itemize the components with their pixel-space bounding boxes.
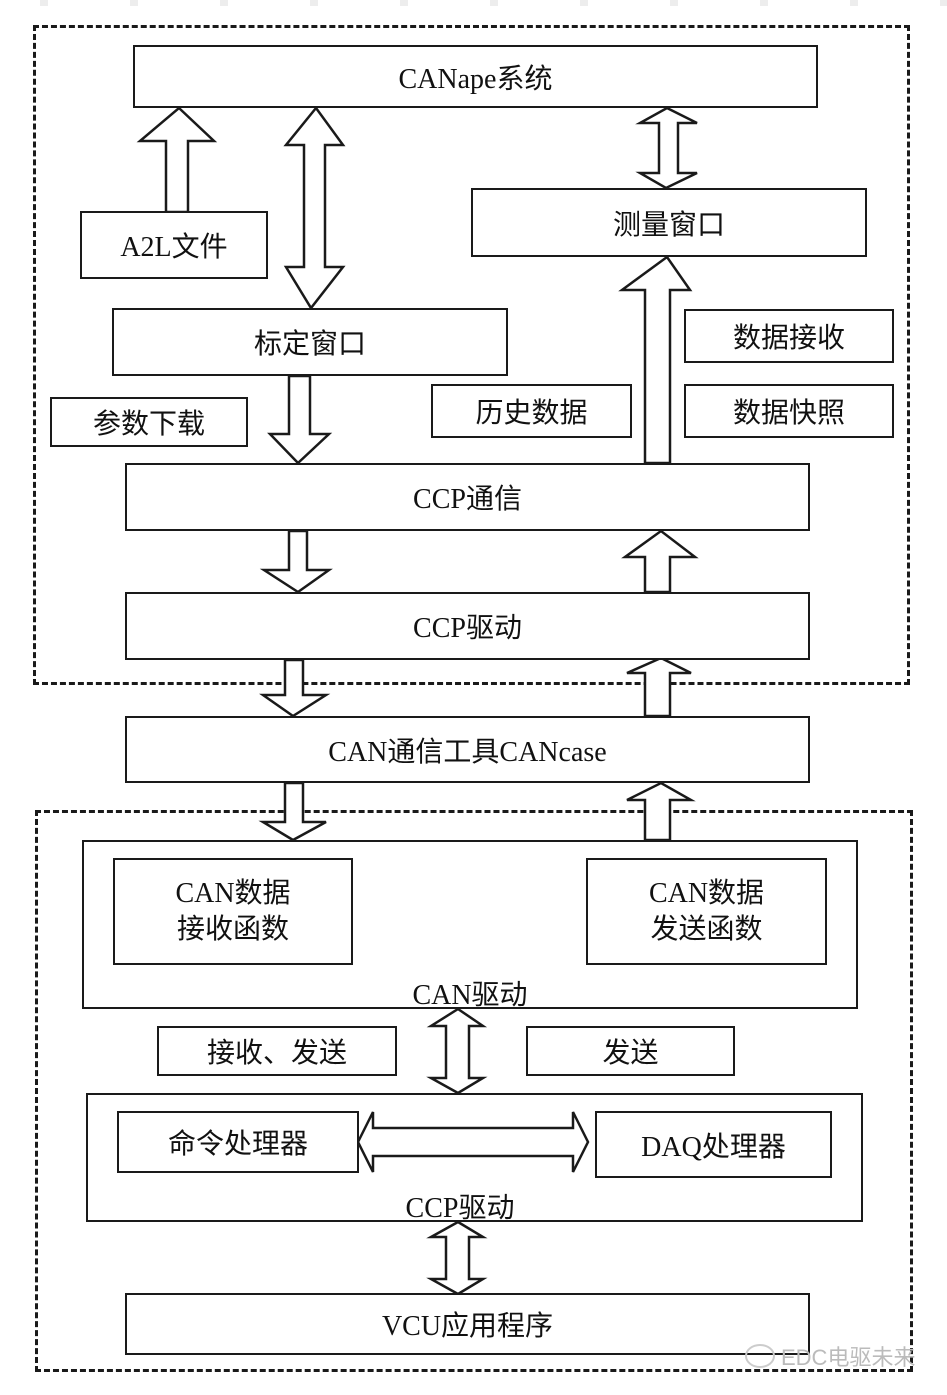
- send-box: 发送: [526, 1026, 735, 1076]
- measurement-window-label: 测量窗口: [612, 209, 725, 241]
- arrow-cancase-to-ccpdriver: [626, 656, 692, 718]
- measurement-window-box: 测量窗口: [471, 188, 867, 257]
- arrow-ccpdriver-to-cancase: [259, 658, 331, 718]
- can-receive-function-line2: 接收函数: [176, 913, 289, 945]
- can-driver-container: [82, 840, 858, 1009]
- ccp-driver-upper-label: CCP驱动: [413, 613, 522, 644]
- arrow-processors-bidirectional: [356, 1111, 590, 1173]
- can-receive-function-line1: CAN数据: [175, 877, 291, 909]
- param-download-box: 参数下载: [50, 397, 248, 447]
- daq-processor-box: DAQ处理器: [595, 1111, 832, 1178]
- data-receive-box: 数据接收: [684, 309, 894, 363]
- lower-dashed-group: [35, 810, 913, 1372]
- receive-send-label: 接收、发送: [206, 1038, 347, 1069]
- cropped-caption-strip: [0, 0, 947, 6]
- can-receive-function-box: CAN数据 接收函数: [113, 858, 353, 965]
- canape-system-box: CANape系统: [133, 45, 818, 108]
- vcu-application-box: VCU应用程序: [125, 1293, 810, 1355]
- data-snapshot-label: 数据快照: [732, 398, 845, 429]
- ccp-communication-label: CCP通信: [413, 484, 522, 515]
- arrow-a2l-to-canape: [136, 106, 218, 214]
- history-data-label: 历史数据: [475, 398, 588, 429]
- send-label: 发送: [602, 1038, 659, 1069]
- arrow-calibration-to-ccpcomm: [267, 374, 333, 465]
- data-receive-label: 数据接收: [732, 323, 845, 354]
- upper-dashed-group: [33, 25, 910, 685]
- arrow-ccpcomm-to-ccpdriver: [259, 529, 333, 594]
- can-send-function-box: CAN数据 发送函数: [586, 858, 827, 965]
- arrow-canape-calibration: [283, 105, 346, 311]
- arrow-ccpcomm-to-measure: [618, 255, 693, 465]
- arrow-ccpdriver-vcu: [426, 1220, 488, 1296]
- daq-processor-label: DAQ处理器: [641, 1131, 786, 1163]
- calibration-window-box: 标定窗口: [112, 308, 508, 376]
- ccp-driver-upper-box: CCP驱动: [125, 592, 810, 660]
- watermark: EDC电驱未来: [745, 1340, 915, 1372]
- command-processor-label: 命令处理器: [167, 1129, 308, 1160]
- can-tool-label: CAN通信工具CANcase: [328, 736, 607, 768]
- arrow-canape-measure: [635, 106, 698, 190]
- calibration-window-label: 标定窗口: [253, 329, 366, 360]
- param-download-label: 参数下载: [92, 409, 205, 440]
- canape-system-label: CANape系统: [398, 63, 553, 95]
- watermark-text: EDC电驱未来: [781, 1345, 916, 1370]
- can-driver-caption: CAN驱动: [412, 980, 528, 1011]
- can-send-function-line1: CAN数据: [648, 877, 765, 909]
- ccp-driver-container: [86, 1093, 863, 1222]
- history-data-box: 历史数据: [431, 384, 632, 438]
- a2l-file-label: A2L文件: [120, 232, 228, 263]
- arrow-cancase-to-candriver: [258, 781, 327, 842]
- data-snapshot-box: 数据快照: [684, 384, 894, 438]
- wechat-icon: [745, 1344, 775, 1368]
- can-send-function-line2: 发送函数: [650, 913, 763, 945]
- vcu-application-label: VCU应用程序: [381, 1311, 554, 1342]
- arrow-candriver-ccpdriver: [426, 1007, 488, 1095]
- receive-send-box: 接收、发送: [157, 1026, 397, 1076]
- ccp-communication-box: CCP通信: [125, 463, 810, 531]
- can-tool-box: CAN通信工具CANcase: [125, 716, 810, 783]
- arrow-ccpdriver-to-ccpcomm: [621, 529, 699, 594]
- ccp-driver-lower-caption: CCP驱动: [405, 1193, 515, 1224]
- command-processor-box: 命令处理器: [117, 1111, 359, 1173]
- a2l-file-box: A2L文件: [80, 211, 268, 279]
- arrow-candriver-to-cancase: [626, 781, 696, 842]
